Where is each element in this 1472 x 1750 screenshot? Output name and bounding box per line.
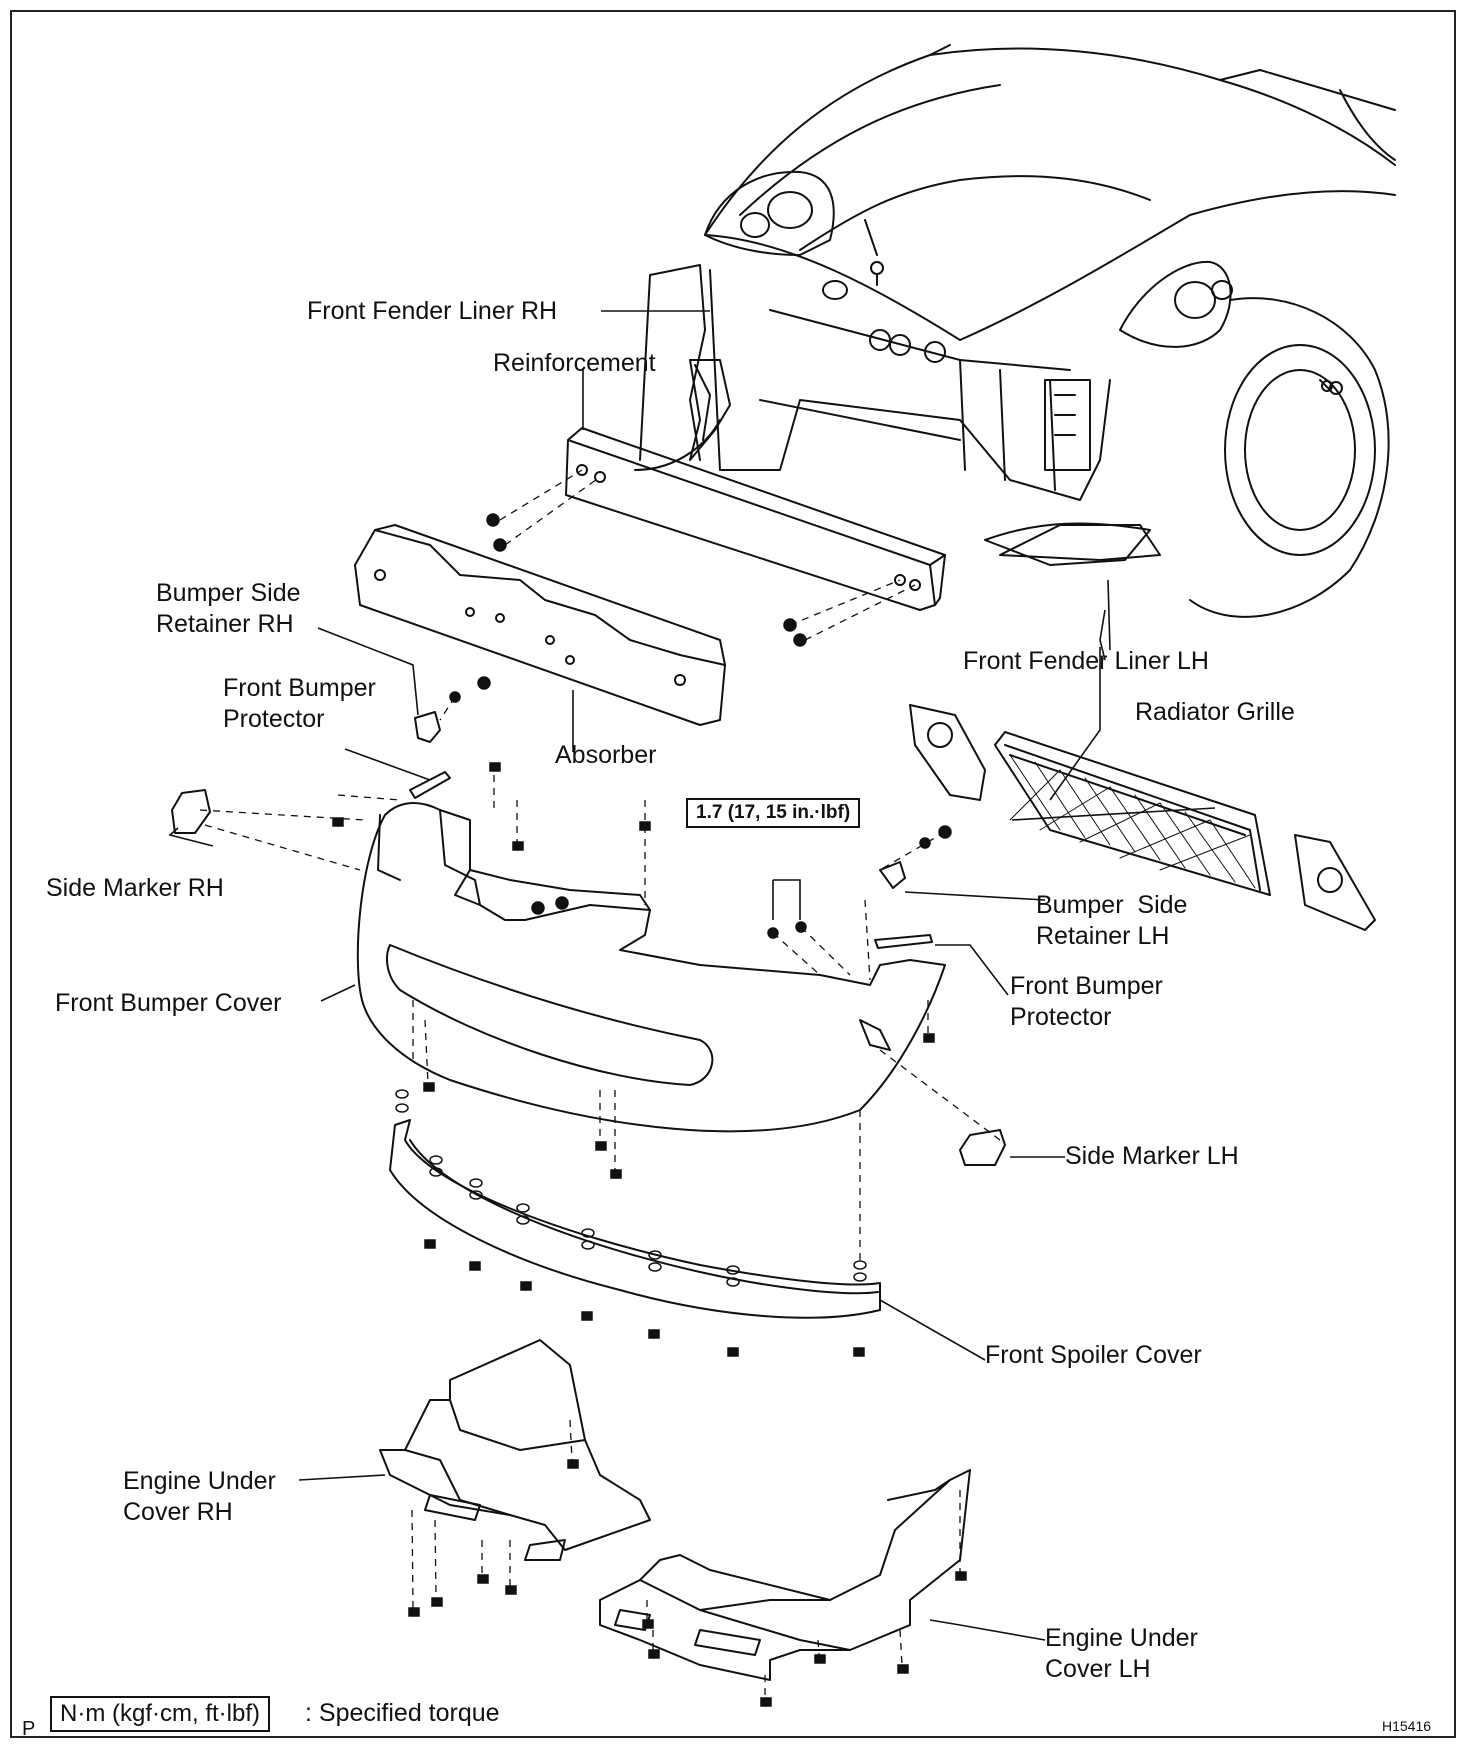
label-front-bumper-cover: Front Bumper Cover [55,989,282,1017]
reinforcement-shape [565,427,946,611]
vehicle-front-body [634,44,1396,618]
label-side-marker-rh: Side Marker RH [46,874,224,902]
engine-under-cover-lh-shape [599,1469,971,1681]
label-absorber: Absorber [555,741,657,769]
label-reinforcement: Reinforcement [493,349,656,377]
label-engine-under-cover-rh: Engine Under Cover RH [123,1467,276,1526]
side-marker-lh-shape [959,1129,1006,1166]
label-front-bumper-protector-lh: Front Bumper Protector [1010,972,1163,1031]
label-bumper-side-retainer-lh: Bumper Side Retainer LH [1036,891,1188,950]
front-fender-liner-rh-shape [689,359,731,461]
front-bumper-cover-shape [356,802,946,1133]
legend-unit-box: N·m (kgf·cm, ft·lbf) [50,1696,270,1732]
washer-icons [395,1089,867,1287]
label-engine-under-cover-lh: Engine Under Cover LH [1045,1624,1198,1683]
fasteners [332,513,967,1707]
side-marker-rh-shape [171,789,211,834]
bumper-side-retainer-rh-shape [414,711,441,743]
absorber-shape [354,524,726,726]
front-fender-liner-lh-shape [999,524,1161,561]
torque-spec-box: 1.7 (17, 15 in.·lbf) [686,798,861,828]
label-bumper-side-retainer-rh: Bumper Side Retainer RH [156,579,301,638]
leader-lines [168,310,1216,1641]
label-front-spoiler-cover: Front Spoiler Cover [985,1341,1202,1369]
label-side-marker-lh: Side Marker LH [1065,1142,1239,1170]
bolt-icons [332,762,967,1707]
grille-cover-rh-shape [909,704,986,801]
grille-cover-lh-shape [1294,834,1376,931]
front-bumper-protector-lh-shape [874,934,933,949]
label-radiator-grille: Radiator Grille [1135,698,1295,726]
front-bumper-protector-rh-shape [409,771,451,799]
diagram-frame [10,10,1456,1738]
engine-under-cover-rh-shape [379,1339,651,1561]
front-spoiler-cover-shape [389,1119,881,1319]
figure-code: H15416 [1382,1718,1432,1734]
assembly-lines [199,469,1001,1698]
bumper-side-retainer-lh-shape [879,861,906,889]
label-front-fender-liner-rh: Front Fender Liner RH [307,297,558,325]
label-front-bumper-protector-rh: Front Bumper Protector [223,674,376,733]
corner-mark: P [22,1718,36,1740]
label-front-fender-liner-lh: Front Fender Liner LH [963,647,1209,675]
legend-text: : Specified torque [305,1699,500,1727]
